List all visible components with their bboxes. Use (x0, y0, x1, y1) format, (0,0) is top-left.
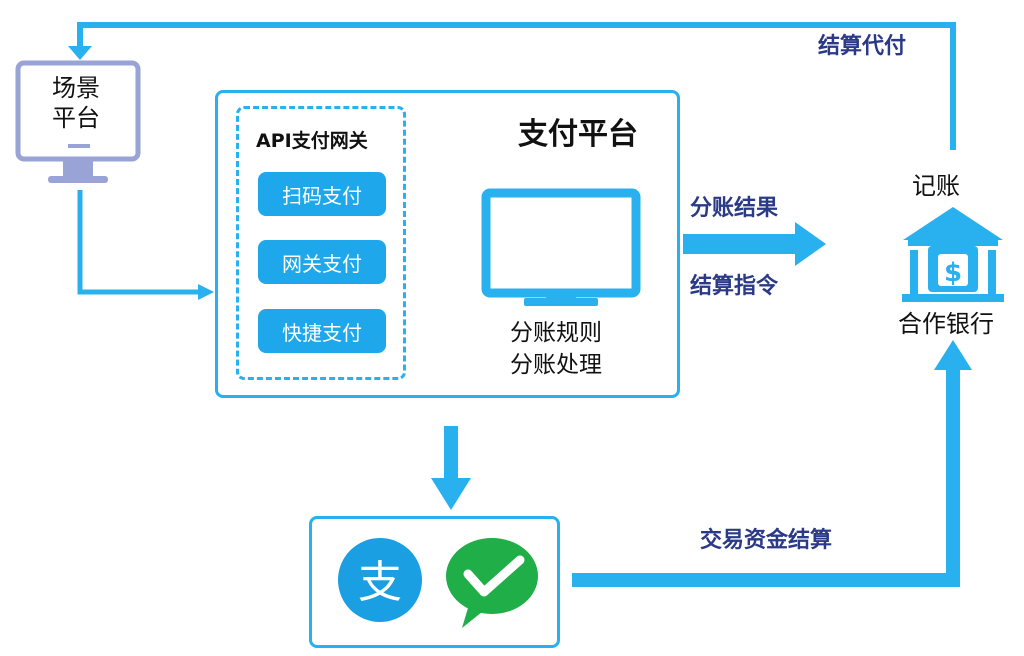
wechat-pay-icon (446, 538, 538, 628)
settlement-instruction-label: 结算指令 (690, 274, 779, 299)
scene-to-gateway-connector (77, 190, 200, 295)
split-result-arrow (683, 222, 826, 266)
split-rules-line1: 分账规则 (510, 320, 602, 346)
alipay-icon: 支 (338, 538, 422, 622)
api-gateway-title: API支付网关 (256, 130, 368, 152)
svg-text:$: $ (944, 258, 962, 288)
scene-to-gateway-arrowhead (198, 284, 214, 300)
quick-pay-button[interactable]: 快捷支付 (258, 309, 386, 353)
gateway-pay-button[interactable]: 网关支付 (258, 240, 386, 284)
settlement-payment-label: 结算代付 (818, 34, 907, 59)
settlement-payment-arrowhead (68, 46, 92, 60)
transaction-settlement-connector (572, 368, 960, 587)
svg-text:支: 支 (358, 557, 402, 608)
split-result-label: 分账结果 (690, 196, 779, 221)
transaction-settlement-label: 交易资金结算 (700, 528, 833, 553)
scene-platform-line1: 场景 (52, 74, 100, 102)
scan-pay-button[interactable]: 扫码支付 (258, 172, 386, 216)
bank-name: 合作银行 (898, 310, 994, 338)
payment-platform-title: 支付平台 (518, 117, 638, 152)
bank-top-label: 记账 (912, 172, 960, 200)
split-rules-line2: 分账处理 (510, 352, 602, 378)
scene-platform-line2: 平台 (52, 104, 100, 132)
platform-to-wallets-arrow (431, 426, 471, 510)
settlement-payment-connector (77, 22, 956, 150)
transaction-settlement-arrowhead (934, 340, 972, 370)
api-gateway-group (236, 106, 406, 380)
